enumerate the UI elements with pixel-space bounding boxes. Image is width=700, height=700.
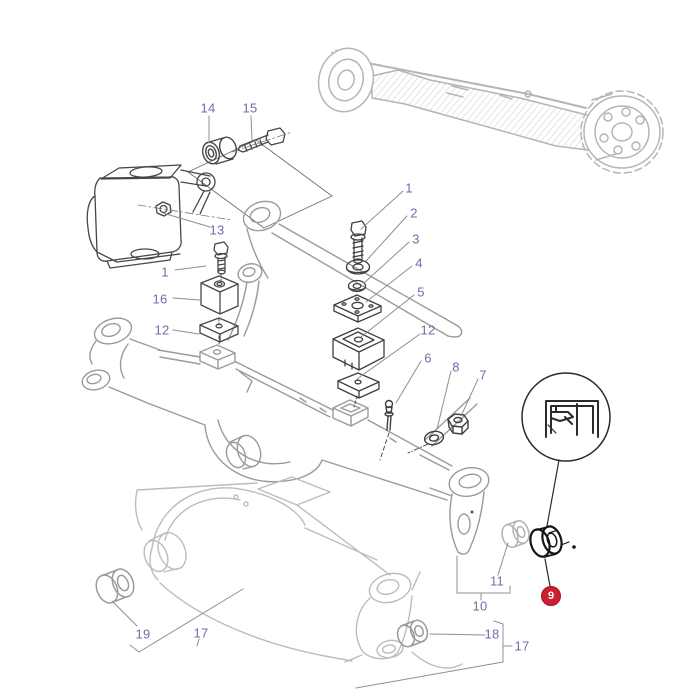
washer-part8 [407, 430, 445, 454]
detail-circle [521, 372, 611, 587]
callout-5: 5 [417, 284, 425, 300]
plate-part4 [333, 294, 382, 323]
bushing-part11 [501, 520, 530, 548]
leader-lines [111, 115, 509, 636]
block-part16 [200, 275, 239, 345]
overview-axle-assembly [317, 47, 664, 174]
callout-7: 7 [479, 367, 487, 383]
bracket-lines [129, 555, 513, 689]
callout-1: 1 [405, 180, 413, 196]
bracket-part13 [86, 164, 233, 269]
lower-axle-housing [134, 476, 463, 669]
callout-11: 11 [489, 573, 505, 589]
support-arm [227, 200, 463, 341]
callout-3: 3 [412, 231, 420, 247]
mounting-plane-outline [187, 139, 333, 229]
bushing-part18 [396, 619, 429, 648]
callout-1-left: 1 [161, 264, 169, 280]
washer-part3 [347, 279, 367, 293]
highlighted-callout-9-badge[interactable]: 9 [541, 586, 561, 606]
callout-2: 2 [410, 205, 418, 221]
seal-part9 [529, 525, 576, 558]
callout-12: 12 [420, 322, 436, 338]
bushing-part19 [95, 568, 135, 604]
callout-19: 19 [135, 626, 151, 642]
callout-16: 16 [152, 291, 168, 307]
callout-13: 13 [209, 222, 225, 238]
callout-6: 6 [424, 350, 432, 366]
bolt-part1 [350, 220, 367, 264]
callout-12-left: 12 [154, 322, 170, 338]
callout-17-left: 17 [193, 625, 209, 641]
upper-axle-beam [81, 317, 490, 555]
callout-15: 15 [242, 100, 258, 116]
callout-18: 18 [484, 626, 500, 642]
bolt-part1-left [213, 241, 229, 282]
pad-part12-left [199, 317, 239, 343]
callout-14: 14 [200, 100, 216, 116]
callout-17-right: 17 [514, 638, 530, 654]
callout-4: 4 [415, 255, 423, 271]
washer-part2 [345, 259, 371, 275]
grease-fitting-part6 [379, 399, 394, 461]
pad-part12 [337, 372, 380, 408]
nut-part7 [447, 413, 469, 435]
callout-10: 10 [472, 598, 488, 614]
bolt-part15 [231, 127, 293, 153]
callout-8: 8 [452, 359, 460, 375]
block-part5 [332, 327, 385, 371]
